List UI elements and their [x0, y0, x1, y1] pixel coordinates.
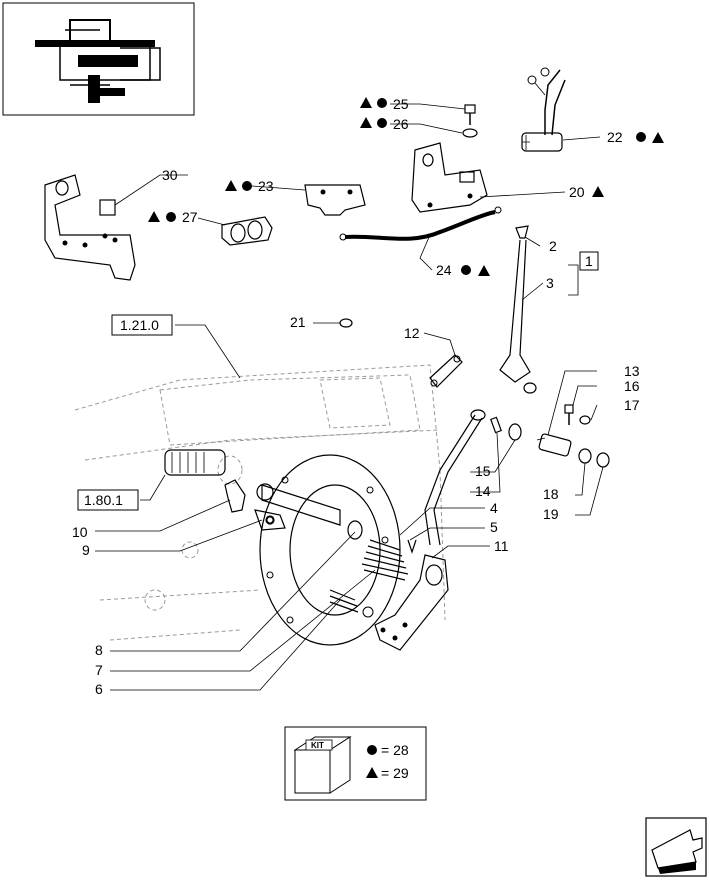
callout-24: 24 — [436, 262, 452, 278]
ref-box-1-80-1[interactable]: 1.80.1 — [77, 489, 139, 511]
part-27-clip — [221, 216, 273, 246]
callout-17: 17 — [624, 397, 640, 413]
part-12-link — [429, 354, 463, 388]
callout-3: 3 — [546, 275, 554, 291]
circle-icon — [367, 745, 377, 755]
ref-box-1-21-0[interactable]: 1.21.0 — [111, 314, 173, 336]
triangle-icon — [148, 211, 160, 222]
callout-26: 26 — [393, 116, 409, 132]
callout-20: 20 — [569, 184, 585, 200]
kit-label: KIT — [311, 741, 324, 750]
part-13-switch — [536, 433, 572, 457]
part-3-rod — [499, 239, 531, 383]
part-26-washer — [462, 128, 478, 138]
part-11-lever — [374, 554, 449, 651]
part-17-washer — [579, 415, 591, 425]
part-20-bracket — [411, 142, 488, 213]
part-30-bracket — [44, 174, 136, 281]
callout-19: 19 — [543, 506, 559, 522]
callout-21: 21 — [290, 314, 306, 330]
flange-plate — [259, 454, 401, 646]
callout-8: 8 — [95, 642, 103, 658]
kit-legend: KIT = 28 = 29 — [284, 726, 427, 801]
triangle-icon — [478, 265, 490, 276]
callout-14: 14 — [475, 483, 491, 499]
part-8-oring — [347, 520, 363, 540]
part-9-fork-shaft — [254, 483, 341, 531]
part-5-pin — [407, 539, 417, 554]
callout-16: 16 — [624, 378, 640, 394]
callout-labels: 30 23 27 25 26 22 20 2 3 24 21 12 13 16 … — [72, 96, 640, 697]
callout-30: 30 — [162, 167, 178, 183]
callout-6: 6 — [95, 681, 103, 697]
svg-text:1.21.0: 1.21.0 — [120, 317, 159, 333]
part-16-bolt — [564, 404, 574, 425]
circle-icon — [242, 181, 252, 191]
kit-circle-text: = 28 — [381, 742, 409, 758]
next-page-arrow-icon[interactable] — [645, 817, 707, 877]
circle-icon — [377, 98, 387, 108]
callout-27: 27 — [182, 209, 198, 225]
callout-23: 23 — [258, 178, 274, 194]
callout-25: 25 — [393, 96, 409, 112]
callout-10: 10 — [72, 524, 88, 540]
circle-icon — [461, 265, 471, 275]
triangle-icon — [225, 180, 237, 191]
part-19-clip — [596, 452, 610, 468]
part-15-ring — [508, 423, 522, 441]
triangle-icon — [592, 186, 604, 197]
part-7-spring-outer — [361, 539, 409, 581]
leader-lines — [95, 103, 604, 691]
circle-icon — [636, 132, 646, 142]
callout-13: 13 — [624, 363, 640, 379]
kit-triangle-text: = 29 — [381, 765, 409, 781]
part-14-pin — [490, 416, 502, 434]
part-2-cap — [515, 225, 529, 239]
circle-icon — [377, 118, 387, 128]
callout-11: 11 — [494, 538, 509, 554]
svg-text:1.80.1: 1.80.1 — [84, 492, 123, 508]
circle-icon — [166, 212, 176, 222]
callout-7: 7 — [95, 662, 103, 678]
kit-symbols — [148, 97, 664, 276]
svg-text:1: 1 — [585, 253, 593, 269]
triangle-icon — [652, 132, 664, 143]
callout-15: 15 — [475, 463, 491, 479]
callout-2: 2 — [549, 238, 557, 254]
triangle-icon — [360, 117, 372, 128]
part-18-ring — [578, 448, 592, 464]
part-23-bracket — [304, 184, 366, 216]
part-25-bolt — [464, 104, 476, 125]
part-10-handle — [224, 479, 246, 513]
part-21-ring — [339, 318, 353, 328]
callout-18: 18 — [543, 486, 559, 502]
part-24-harness — [339, 206, 502, 241]
callout-12: 12 — [404, 325, 420, 341]
callout-4: 4 — [490, 500, 498, 516]
ref-box-1: 1 — [579, 251, 599, 271]
part-4-lever-rod — [424, 382, 537, 546]
triangle-icon — [360, 97, 372, 108]
callout-9: 9 — [82, 542, 90, 558]
part-6-spring-inner — [329, 589, 374, 618]
overview-thumbnail — [2, 2, 195, 116]
part-22-sensor — [521, 67, 566, 152]
transmission-housing — [74, 364, 446, 641]
triangle-icon — [366, 767, 378, 778]
callout-5: 5 — [490, 519, 498, 535]
splined-shaft — [164, 449, 226, 476]
callout-22: 22 — [607, 129, 623, 145]
